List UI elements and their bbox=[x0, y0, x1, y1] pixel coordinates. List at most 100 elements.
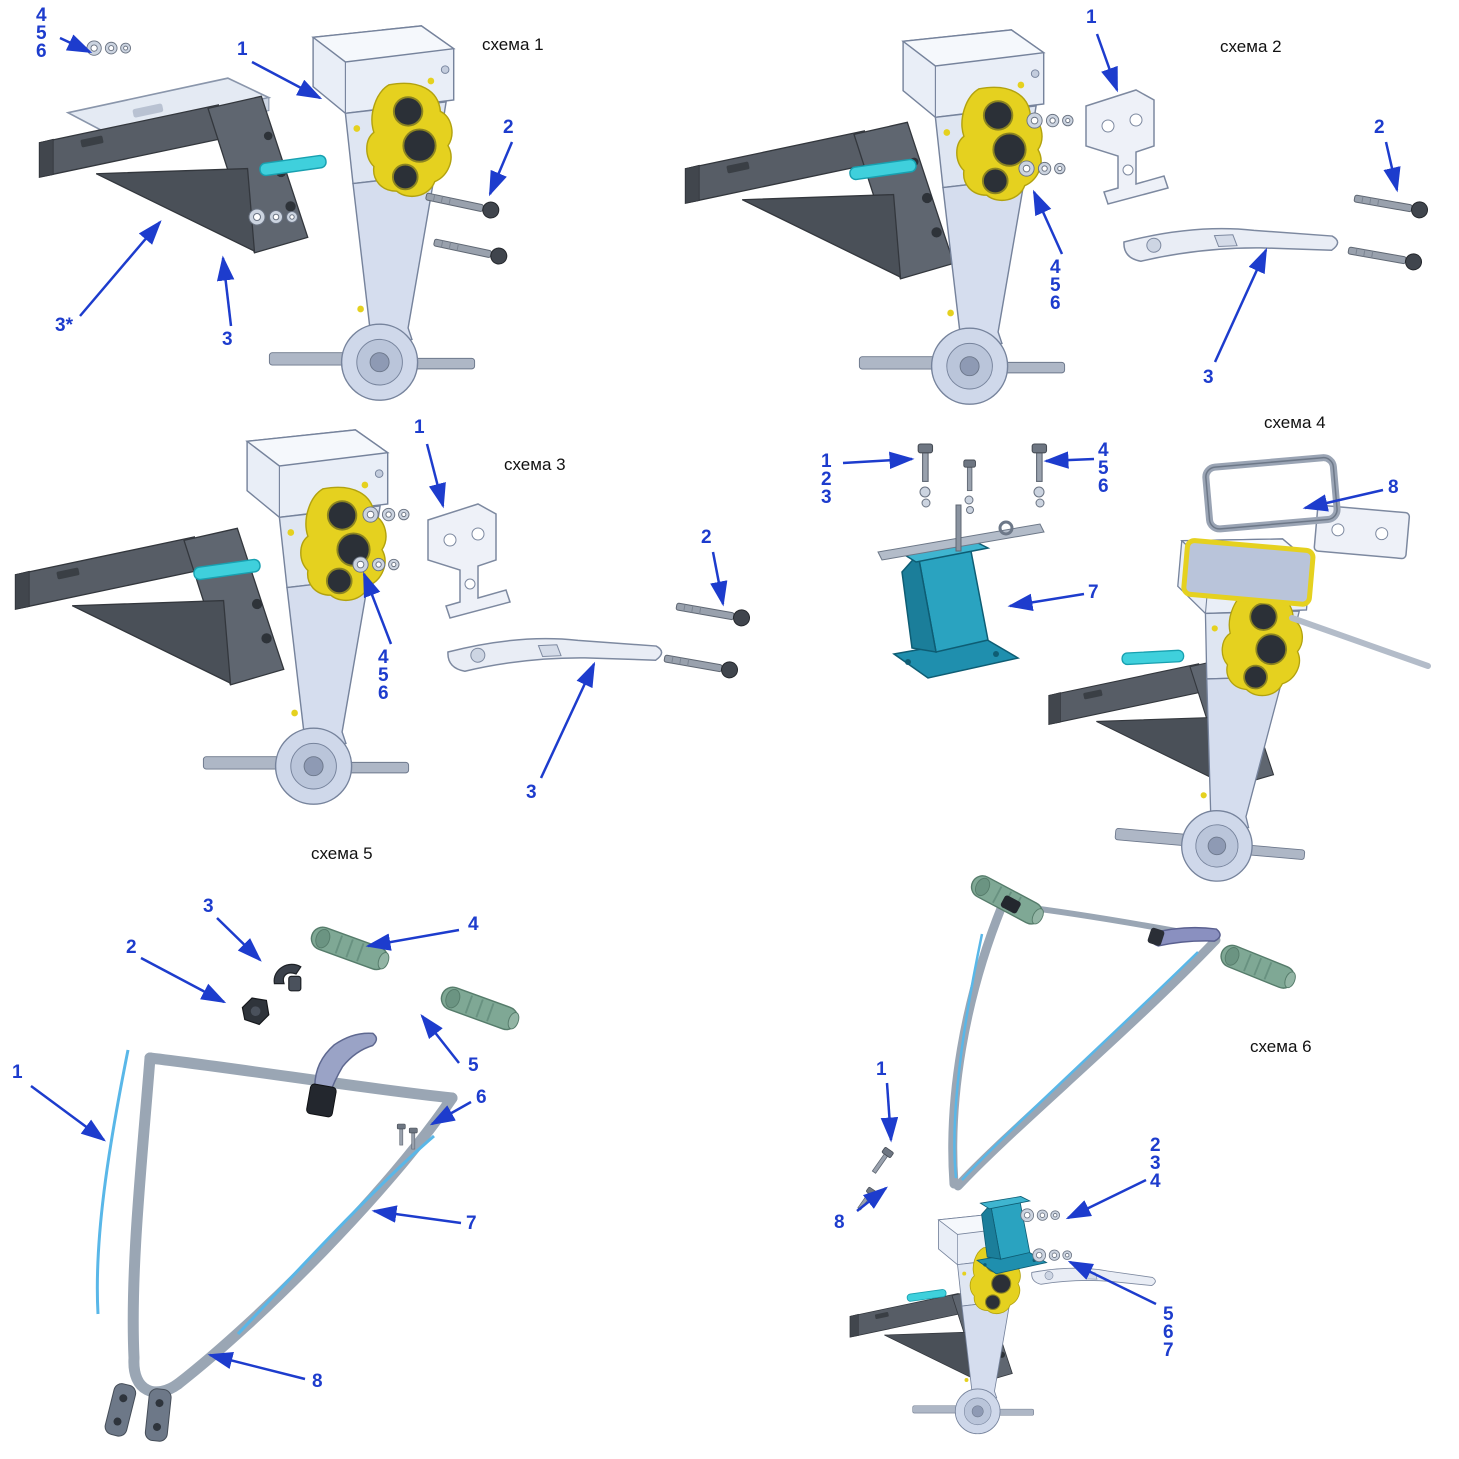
scheme-6-callout-4: 4 bbox=[1150, 1171, 1161, 1192]
scheme-1-callout-6: 6 bbox=[36, 41, 47, 62]
lever bbox=[1120, 199, 1340, 296]
bracket-wing bbox=[1313, 504, 1411, 560]
shift-rod bbox=[877, 504, 1045, 561]
scheme-5-callout-6: 6 bbox=[476, 1087, 487, 1108]
grip bbox=[1216, 941, 1300, 993]
washer-set bbox=[352, 556, 400, 573]
scheme-4-callout-1: 1 bbox=[821, 451, 832, 472]
scheme-5-callout-2: 2 bbox=[126, 937, 137, 958]
clamp bbox=[273, 963, 302, 992]
scheme-4-callout-4: 4 bbox=[1098, 440, 1109, 461]
scheme-1-callout-3: 3 bbox=[222, 329, 233, 350]
gearbox-open-top bbox=[1181, 538, 1316, 607]
scheme-3-callout-1: 1 bbox=[414, 417, 425, 438]
washer-set bbox=[919, 486, 1045, 514]
scheme-4-callout-3: 3 bbox=[821, 487, 832, 508]
bolt bbox=[1352, 189, 1430, 220]
mount-frame bbox=[684, 121, 955, 280]
scheme-2-callout-1: 1 bbox=[1086, 7, 1097, 28]
bolt bbox=[917, 443, 934, 482]
cable bbox=[953, 933, 1199, 1181]
callout-arrows bbox=[856, 1082, 1157, 1306]
scheme-4-art bbox=[842, 443, 1431, 890]
scheme-4-callout-8: 8 bbox=[1388, 477, 1399, 498]
cable bbox=[95, 1049, 435, 1336]
hand-lever bbox=[306, 1032, 378, 1118]
scheme-1-callout-2: 2 bbox=[503, 117, 514, 138]
washer-set bbox=[1026, 112, 1074, 129]
clevis-plate bbox=[144, 1388, 172, 1442]
bolt bbox=[662, 649, 740, 680]
scheme-2-callout-3: 3 bbox=[1203, 367, 1214, 388]
scheme-6-callout-7: 7 bbox=[1163, 1340, 1174, 1361]
scheme-1-title: схема 1 bbox=[482, 35, 544, 54]
control-rod bbox=[1289, 615, 1431, 669]
washer-set bbox=[1018, 160, 1066, 177]
engine-mount-column bbox=[893, 539, 1019, 679]
scheme-1-callout-1: 1 bbox=[237, 39, 248, 60]
bolt bbox=[432, 233, 509, 267]
scheme-5-art bbox=[30, 917, 523, 1442]
callout-arrows bbox=[30, 917, 472, 1381]
scheme-1-art bbox=[38, 24, 514, 402]
lever bbox=[1029, 1248, 1157, 1312]
knob bbox=[241, 997, 270, 1026]
callout-arrows bbox=[842, 451, 1384, 612]
scheme-3-art bbox=[14, 428, 752, 806]
bolt bbox=[963, 459, 976, 492]
scheme-2-callout-5: 5 bbox=[1050, 275, 1061, 296]
scheme-3-callout-5: 5 bbox=[378, 665, 389, 686]
washer-set bbox=[362, 506, 410, 523]
scheme-5-callout-1: 1 bbox=[12, 1062, 23, 1083]
scheme-2-title: схема 2 bbox=[1220, 37, 1282, 56]
scheme-2-callout-6: 6 bbox=[1050, 293, 1061, 314]
bolt bbox=[1031, 443, 1048, 482]
scheme-4-callout-7: 7 bbox=[1088, 582, 1099, 603]
scheme-3-callout-4: 4 bbox=[378, 647, 389, 668]
scheme-6-callout-5: 5 bbox=[1163, 1304, 1174, 1325]
handlebar-frame bbox=[948, 901, 1221, 1191]
bolt bbox=[674, 597, 752, 628]
scheme-1-callout-5: 5 bbox=[36, 23, 47, 44]
scheme-5-callout-8: 8 bbox=[312, 1371, 323, 1392]
gasket bbox=[1205, 457, 1338, 530]
scheme-6-callout-8: 8 bbox=[834, 1212, 845, 1233]
clevis-plate bbox=[104, 1383, 137, 1437]
mount-frame bbox=[14, 527, 285, 686]
scheme-3-callout-6: 6 bbox=[378, 683, 389, 704]
scheme-6-callout-1: 1 bbox=[876, 1059, 887, 1080]
scheme-5-callout-3: 3 bbox=[203, 896, 214, 917]
scheme-6-art bbox=[849, 871, 1300, 1435]
scheme-5-callout-7: 7 bbox=[466, 1213, 477, 1234]
scheme-3-title: схема 3 bbox=[504, 455, 566, 474]
hand-lever bbox=[1147, 926, 1221, 947]
grip bbox=[437, 983, 523, 1034]
washer-set bbox=[248, 208, 298, 226]
scheme-3-callout-2: 2 bbox=[701, 527, 712, 548]
engine-mount-column bbox=[976, 1196, 1047, 1275]
washer-set bbox=[86, 40, 132, 56]
scheme-1-callout-4: 4 bbox=[36, 5, 47, 26]
scheme-6-title: схема 6 bbox=[1250, 1037, 1312, 1056]
bolt bbox=[424, 187, 501, 221]
washer-set bbox=[1020, 1208, 1060, 1222]
bolt bbox=[396, 1123, 406, 1146]
bracket bbox=[427, 503, 511, 619]
scheme-3-callout-3: 3 bbox=[526, 782, 537, 803]
callout-arrows bbox=[59, 34, 514, 327]
scheme-4-title: схема 4 bbox=[1264, 413, 1326, 432]
callout-arrows bbox=[362, 443, 728, 779]
bolt bbox=[1346, 241, 1424, 272]
scheme-6-callout-3: 3 bbox=[1150, 1153, 1161, 1174]
scheme-4-callout-5: 5 bbox=[1098, 458, 1109, 479]
washer-set bbox=[1032, 1248, 1072, 1262]
callout-arrows bbox=[1032, 33, 1401, 363]
scheme-5-callout-4: 4 bbox=[468, 914, 479, 935]
scheme-6-callout-6: 6 bbox=[1163, 1322, 1174, 1343]
scheme-5-callout-5: 5 bbox=[468, 1055, 479, 1076]
scheme-2-callout-4: 4 bbox=[1050, 257, 1061, 278]
bracket bbox=[1085, 89, 1169, 205]
scheme-1-callout-3star: 3* bbox=[55, 315, 73, 336]
